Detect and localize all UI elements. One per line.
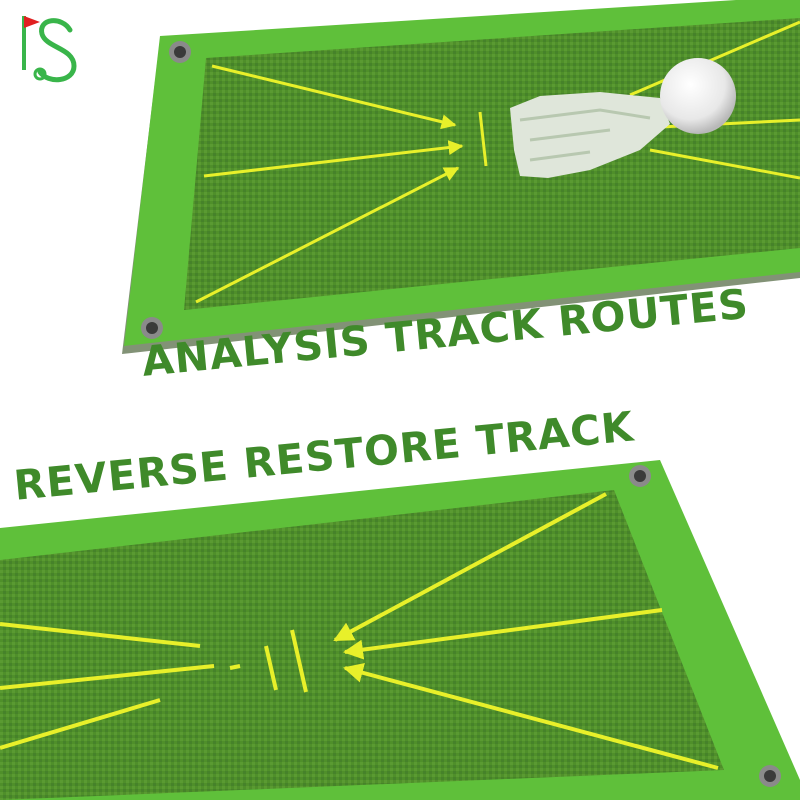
grommet-icon bbox=[629, 465, 651, 487]
top-mat-track-lines bbox=[195, 20, 800, 304]
arrow-icon bbox=[343, 608, 663, 660]
grommet-icon bbox=[759, 765, 781, 787]
brand-logo bbox=[22, 16, 77, 83]
target-line bbox=[478, 111, 488, 167]
top-mat bbox=[122, 0, 800, 354]
target-line bbox=[290, 629, 308, 693]
arrow-icon bbox=[195, 166, 460, 304]
target-line bbox=[264, 645, 278, 691]
arrow-icon bbox=[211, 64, 457, 130]
grommet-icon bbox=[141, 317, 163, 339]
bottom-mat bbox=[0, 460, 800, 800]
arrow-icon bbox=[343, 663, 719, 770]
ball-position-dot bbox=[229, 664, 241, 670]
flag-icon bbox=[22, 16, 40, 70]
grommet-icon bbox=[169, 41, 191, 63]
arrow-icon bbox=[203, 140, 464, 178]
bottom-mat-track-lines bbox=[0, 492, 719, 770]
golf-ball-icon bbox=[660, 58, 736, 134]
arrow-icon bbox=[333, 492, 607, 642]
logo-s-letter bbox=[37, 18, 77, 83]
top-mat-turf bbox=[184, 18, 800, 310]
